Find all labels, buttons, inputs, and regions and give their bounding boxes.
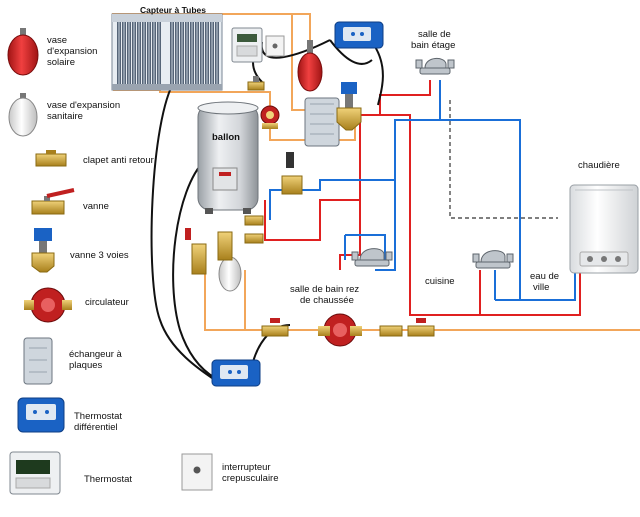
bottom-circulator: [318, 313, 362, 347]
plate-exchanger: [304, 97, 340, 147]
top-ball-valve: [247, 76, 265, 91]
boiler-label: chaudière: [578, 160, 620, 171]
legend-exchanger-line-2: plaques: [69, 360, 103, 371]
legend-sanitary-vessel-line-1: vase d'expansion: [47, 100, 121, 111]
twilight-switch-icon: [181, 453, 213, 491]
legend-circulator-label: circulateur: [85, 297, 129, 308]
legend-three-way-valve-line-1: vanne 3 voies: [70, 250, 129, 261]
red-expansion-vessel-icon: [7, 28, 39, 76]
legend-diff-thermostat-line-1: Thermostat: [74, 411, 123, 422]
legend-exchanger-label: échangeur à plaques: [69, 349, 122, 371]
white-expansion-vessel-icon: [8, 93, 38, 137]
legend-valve-line-1: vanne: [83, 201, 109, 212]
ballon-tank: [197, 101, 259, 214]
bottom-ball-valve-right: [407, 318, 435, 337]
mixing-valve: [281, 152, 303, 195]
legend-exchanger-line-1: échangeur à: [69, 349, 122, 360]
panel-label: Capteur à Tubes: [140, 5, 206, 15]
legend-solar-vessel-line-1: vase: [47, 35, 68, 46]
bottom-ball-valve-left: [261, 318, 289, 337]
circulator-pump-icon: [24, 287, 72, 323]
legend-thermostat-label: Thermostat: [84, 474, 132, 485]
safety-group-valves: [185, 228, 233, 275]
city-water-label-1: eau de: [530, 271, 559, 282]
ball-valve-icon: [31, 188, 75, 215]
three-way-valve-icon: [31, 228, 55, 273]
legend-sanitary-vessel-label: vase d'expansion sanitaire: [47, 100, 120, 122]
three-way-valve: [336, 82, 362, 131]
legend-valve-label: vanne: [83, 201, 109, 212]
legend-diff-thermostat-line-2: différentiel: [74, 422, 118, 433]
legend-thermostat-line-1: Thermostat: [84, 474, 133, 485]
solar-tube-collector: [111, 13, 223, 91]
boiler: [569, 184, 639, 274]
vent-dashed-line: [449, 100, 558, 219]
faucet-kitchen: [472, 250, 514, 269]
upstairs-bath-label-2: bain étage: [411, 40, 455, 51]
twilight-switch-unit: [265, 35, 285, 57]
upstairs-bath-label-1: salle de: [418, 29, 451, 40]
legend-circulator-line-1: circulateur: [85, 297, 129, 308]
city-water-label-2: ville: [533, 282, 549, 293]
faucet-upstairs: [415, 58, 455, 75]
legend-diff-thermostat-label: Thermostat différentiel: [74, 411, 122, 433]
legend-check-valve-label: clapet anti retour: [83, 155, 154, 166]
ground-bath-label-2: de chaussée: [300, 295, 354, 306]
bottom-check-valve: [379, 325, 403, 337]
legend-twilight-switch-line-2: crepusculaire: [222, 473, 279, 484]
faucet-ground: [351, 248, 393, 267]
legend-solar-vessel-line-3: solaire: [47, 57, 75, 68]
thermostat-icon: [9, 451, 61, 495]
legend-twilight-switch-label: interrupteur crepusculaire: [222, 462, 279, 484]
tank-label: ballon: [212, 132, 240, 143]
kitchen-label: cuisine: [425, 276, 455, 287]
legend-solar-vessel-line-2: d'expansion: [47, 46, 98, 57]
thermostat-unit: [231, 27, 263, 63]
differential-thermostat-icon: [17, 397, 65, 433]
legend-three-way-valve-label: vanne 3 voies: [70, 250, 129, 261]
cold-water-pipes: [269, 80, 576, 301]
ground-bath-label-1: salle de bain rez: [290, 284, 359, 295]
tank-check-valves: [244, 215, 264, 244]
legend-twilight-switch-line-1: interrupteur: [222, 462, 271, 473]
legend-solar-vessel-label: vase d'expansion solaire: [47, 35, 97, 68]
solar-expansion-vessel: [297, 40, 323, 92]
differential-thermostat-top: [334, 21, 384, 49]
legend-check-valve-line-1: clapet anti retour: [83, 155, 154, 166]
legend-sanitary-vessel-line-2: sanitaire: [47, 111, 83, 122]
plate-exchanger-icon: [23, 337, 53, 385]
check-valve-icon: [35, 150, 67, 167]
differential-thermostat-bottom: [211, 359, 261, 387]
solar-circulator: [260, 105, 280, 129]
